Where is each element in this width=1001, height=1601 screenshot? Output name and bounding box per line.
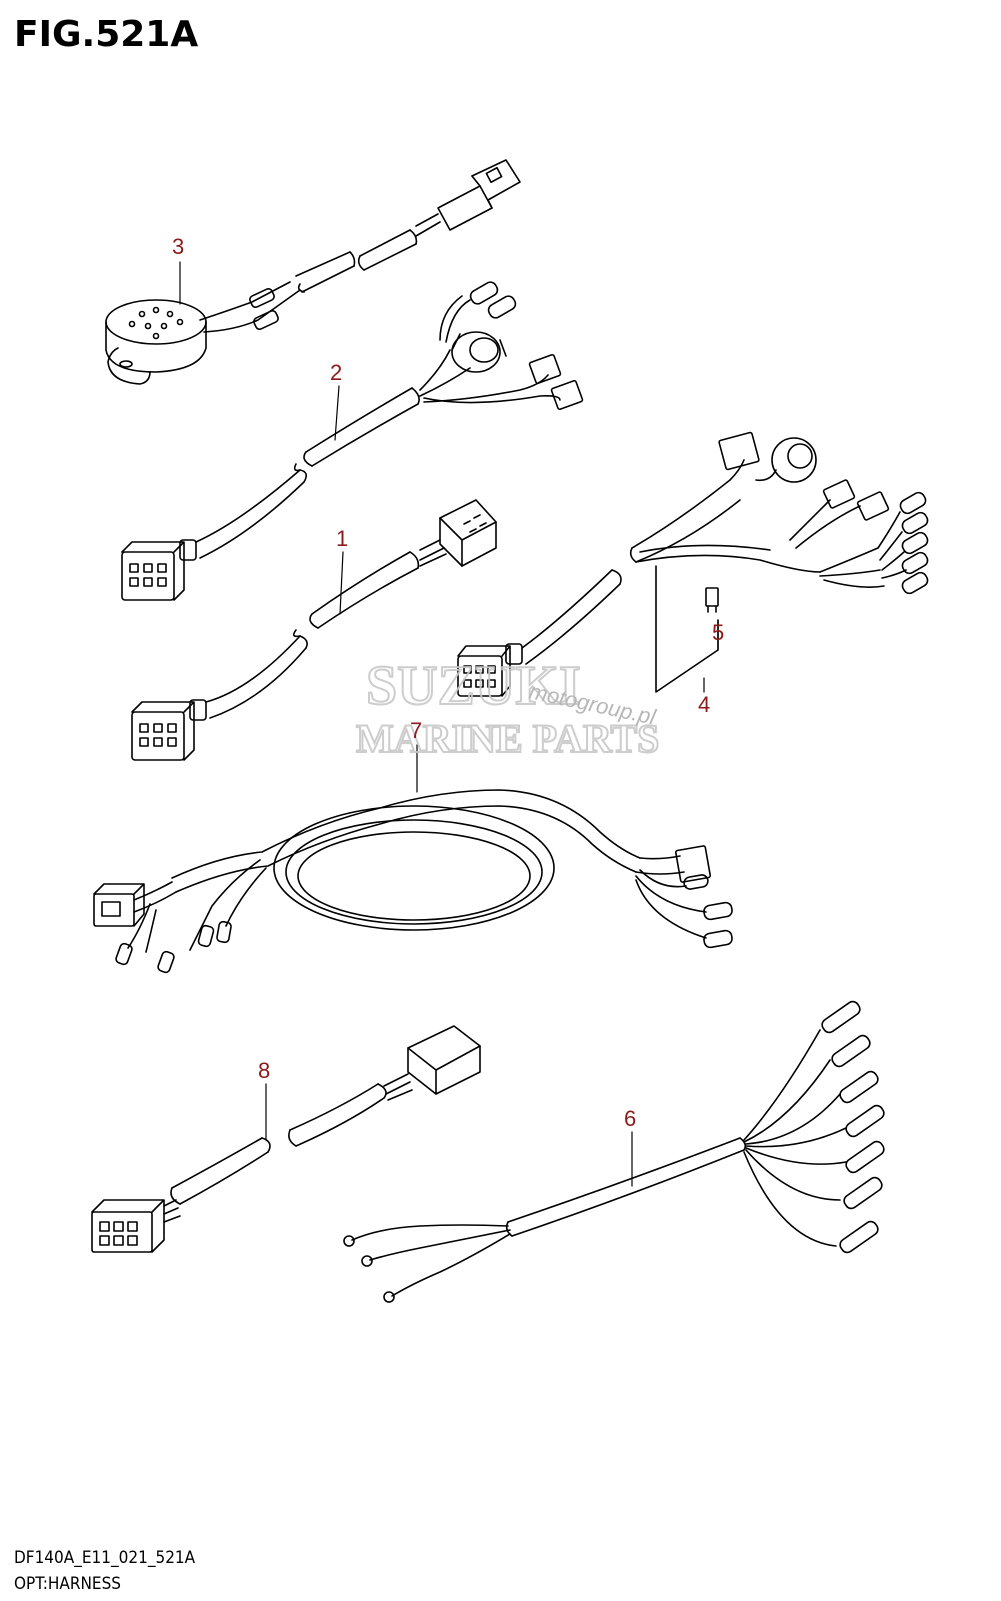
watermark-brand: SUZUKI bbox=[366, 655, 581, 717]
callout-7: 7 bbox=[410, 718, 422, 743]
callout-4: 4 bbox=[698, 692, 710, 717]
part-8-harness bbox=[91, 1025, 481, 1253]
part-4-remote-harness bbox=[457, 431, 929, 697]
callout-5: 5 bbox=[712, 620, 724, 645]
callout-1: 1 bbox=[336, 526, 348, 551]
figure-caption: OPT:HARNESS bbox=[14, 1574, 121, 1594]
part-7-extension-harness bbox=[93, 789, 733, 974]
callout-6: 6 bbox=[624, 1106, 636, 1131]
callout-3: 3 bbox=[172, 234, 184, 259]
part-6-harness bbox=[343, 1000, 885, 1303]
watermark-subtitle: MARINE PARTS bbox=[356, 716, 659, 761]
callouts: 3 2 1 5 4 7 8 6 bbox=[172, 234, 724, 1131]
leader-lines bbox=[179, 261, 719, 1187]
part-3-buzzer-harness bbox=[105, 159, 521, 385]
figure-title: FIG.521A bbox=[14, 14, 199, 55]
callout-2: 2 bbox=[330, 360, 342, 385]
part-2-main-harness bbox=[121, 281, 584, 601]
callout-8: 8 bbox=[258, 1058, 270, 1083]
watermark: SUZUKI MARINE PARTS motogroup.pl bbox=[355, 654, 660, 762]
part-1-harness bbox=[131, 499, 497, 761]
figure-code: DF140A_E11_021_521A bbox=[14, 1548, 196, 1568]
